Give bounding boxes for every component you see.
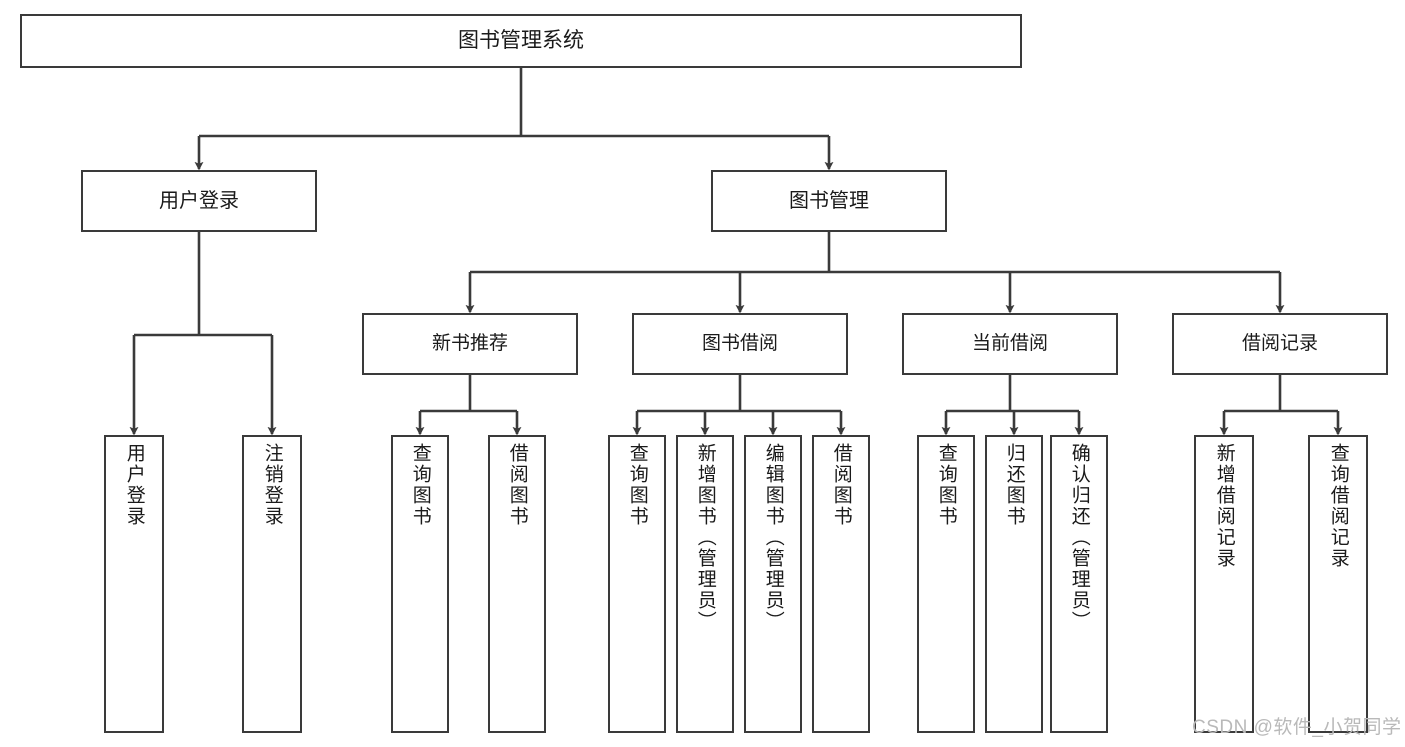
node-new-book-recommend[interactable]: 新书推荐 — [362, 313, 578, 375]
node-leaf-return-book-label: 归还图书 — [1003, 443, 1025, 527]
node-leaf-query-book-2-label: 查询图书 — [626, 443, 648, 527]
node-leaf-add-record-label: 新增借阅记录 — [1213, 443, 1235, 569]
node-leaf-user-login-label: 用户登录 — [123, 443, 145, 527]
node-user-login[interactable]: 用户登录 — [81, 170, 317, 232]
node-leaf-add-record[interactable]: 新增借阅记录 — [1194, 435, 1254, 733]
node-leaf-query-record[interactable]: 查询借阅记录 — [1308, 435, 1368, 733]
node-root-label: 图书管理系统 — [458, 29, 584, 53]
node-new-book-recommend-label: 新书推荐 — [431, 332, 508, 354]
node-leaf-borrow-book-2[interactable]: 借阅图书 — [812, 435, 870, 733]
node-user-login-label: 用户登录 — [159, 190, 239, 212]
node-current-borrow-label: 当前借阅 — [971, 332, 1048, 354]
node-leaf-query-book-3[interactable]: 查询图书 — [917, 435, 975, 733]
node-leaf-query-book-2[interactable]: 查询图书 — [608, 435, 666, 733]
node-borrow-record[interactable]: 借阅记录 — [1172, 313, 1388, 375]
node-current-borrow[interactable]: 当前借阅 — [902, 313, 1118, 375]
node-leaf-query-book-1-label: 查询图书 — [409, 443, 431, 527]
node-book-manage-label: 图书管理 — [789, 190, 869, 212]
node-leaf-borrow-book-1[interactable]: 借阅图书 — [488, 435, 546, 733]
node-leaf-query-book-1[interactable]: 查询图书 — [391, 435, 449, 733]
node-leaf-logout[interactable]: 注销登录 — [242, 435, 302, 733]
node-leaf-add-book[interactable]: 新增图书（管理员） — [676, 435, 734, 733]
node-leaf-confirm-return-label: 确认归还（管理员） — [1068, 443, 1090, 632]
node-leaf-return-book[interactable]: 归还图书 — [985, 435, 1043, 733]
node-leaf-add-book-label: 新增图书（管理员） — [694, 443, 716, 632]
node-leaf-query-book-3-label: 查询图书 — [935, 443, 957, 527]
node-leaf-confirm-return[interactable]: 确认归还（管理员） — [1050, 435, 1108, 733]
node-leaf-query-record-label: 查询借阅记录 — [1327, 443, 1349, 569]
node-book-borrow-label: 图书借阅 — [701, 332, 778, 354]
node-leaf-borrow-book-2-label: 借阅图书 — [830, 443, 852, 527]
node-root[interactable]: 图书管理系统 — [20, 14, 1022, 68]
node-book-manage[interactable]: 图书管理 — [711, 170, 947, 232]
node-leaf-edit-book[interactable]: 编辑图书（管理员） — [744, 435, 802, 733]
node-leaf-edit-book-label: 编辑图书（管理员） — [762, 443, 784, 632]
node-leaf-borrow-book-1-label: 借阅图书 — [506, 443, 528, 527]
node-leaf-user-login[interactable]: 用户登录 — [104, 435, 164, 733]
node-book-borrow[interactable]: 图书借阅 — [632, 313, 848, 375]
node-leaf-logout-label: 注销登录 — [261, 443, 283, 527]
watermark-csdn: CSDN @软件_小贺同学 — [1192, 717, 1402, 738]
node-borrow-record-label: 借阅记录 — [1241, 332, 1318, 354]
